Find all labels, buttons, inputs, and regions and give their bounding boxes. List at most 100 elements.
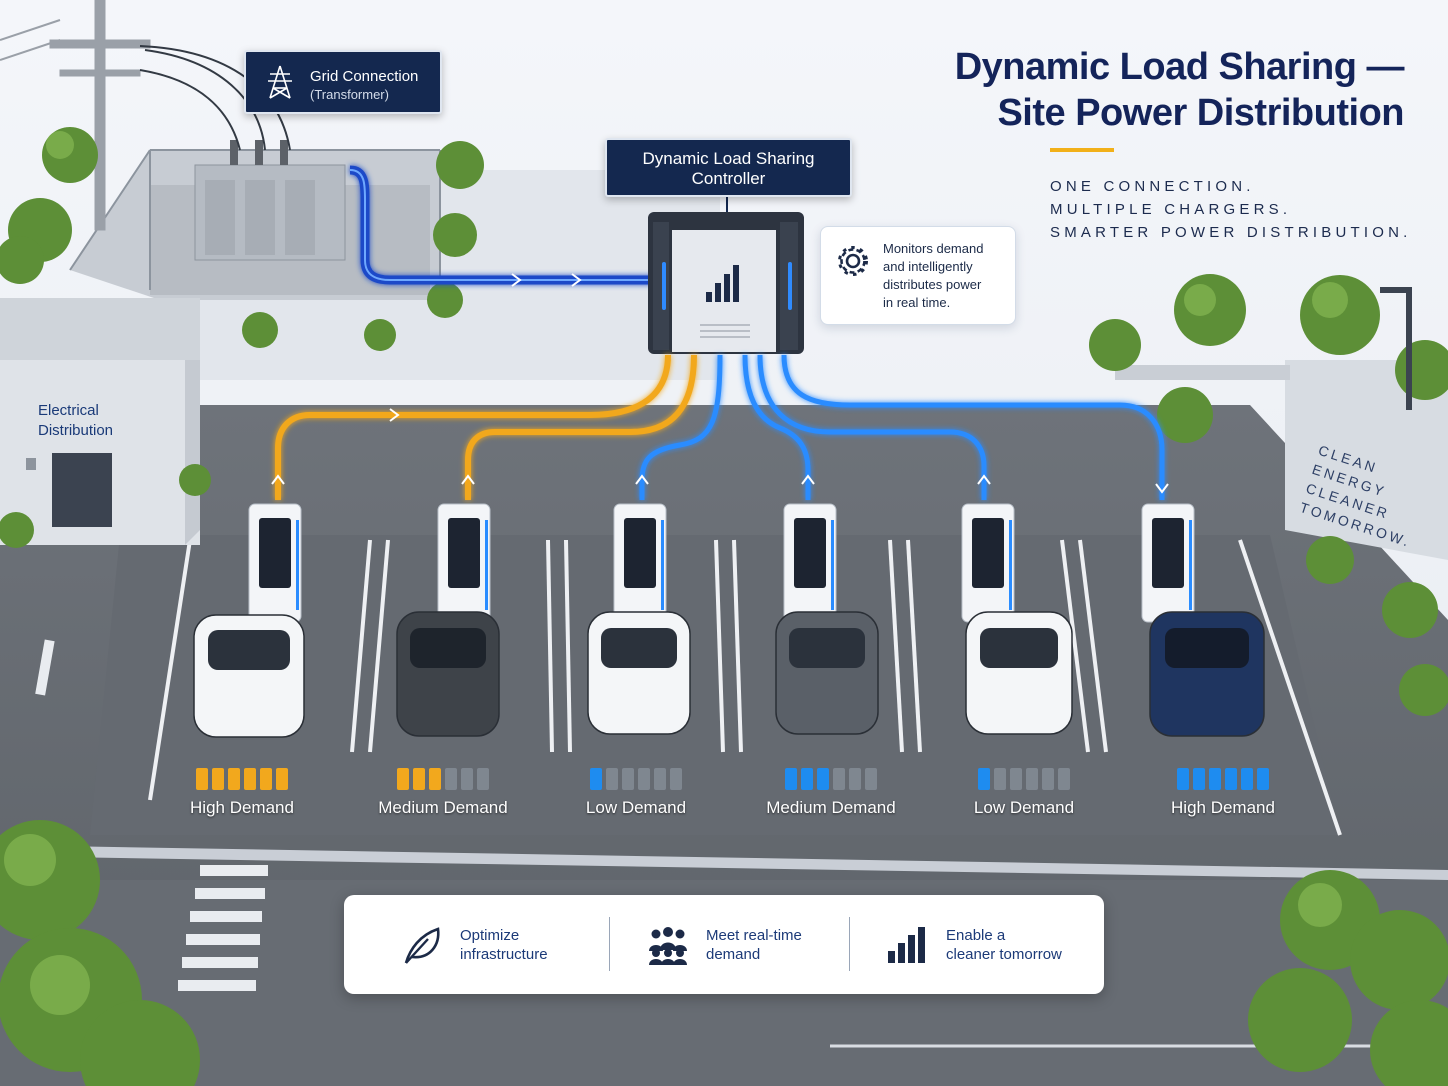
benefit-line1: Optimize xyxy=(460,927,520,944)
orange-cables xyxy=(275,354,697,500)
demand-bar-filled xyxy=(276,768,288,790)
demand-bar-filled xyxy=(260,768,272,790)
right-wall-top xyxy=(1115,365,1290,380)
charger-1 xyxy=(248,503,302,623)
demand-bar-filled xyxy=(1193,768,1205,790)
crosswalk xyxy=(178,865,268,991)
blue-cables xyxy=(639,354,1165,500)
building-door xyxy=(52,453,112,527)
electrical-label-line2: Distribution xyxy=(38,422,114,439)
controller-label-line1: Dynamic Load Sharing xyxy=(642,149,815,168)
monitor-line: in real time. xyxy=(883,295,951,310)
benefit-optimize: Optimize infrastructure xyxy=(400,917,600,973)
electrical-label-line1: Electrical xyxy=(38,402,99,419)
demand-bars xyxy=(934,768,1114,790)
streetlight xyxy=(1380,287,1412,410)
demand-bars xyxy=(152,768,332,790)
car-1 xyxy=(193,614,305,738)
demand-label: Low Demand xyxy=(973,798,1075,817)
demand-bar-filled xyxy=(801,768,813,790)
car-4 xyxy=(775,611,879,735)
benefit-meet-demand: Meet real-time demand xyxy=(646,917,846,973)
demand-bars xyxy=(1133,768,1313,790)
monitor-callout: Monitors demand and intelligently distri… xyxy=(820,226,1016,325)
demand-label: Medium Demand xyxy=(766,798,896,817)
title-line2: Site Power Distribution xyxy=(997,92,1404,134)
title-line1: Dynamic Load Sharing — xyxy=(954,46,1405,88)
demand-indicator-5: Low Demand xyxy=(934,768,1114,818)
tagline-line: MULTIPLE CHARGERS. xyxy=(1050,201,1292,218)
demand-bar-empty xyxy=(865,768,877,790)
monitor-line: distributes power xyxy=(883,277,982,292)
demand-bar-filled xyxy=(397,768,409,790)
demand-bars xyxy=(741,768,921,790)
demand-bar-empty xyxy=(461,768,473,790)
shrub-highlights xyxy=(4,131,1348,1015)
demand-label: High Demand xyxy=(190,798,294,817)
demand-bar-filled xyxy=(1257,768,1269,790)
demand-bar-empty xyxy=(1026,768,1038,790)
transformer xyxy=(194,140,346,261)
demand-bar-filled xyxy=(196,768,208,790)
benefit-line1: Enable a xyxy=(946,927,1006,944)
demand-bar-empty xyxy=(994,768,1006,790)
controller-label-line2: Controller xyxy=(691,169,766,188)
demand-bar-filled xyxy=(978,768,990,790)
transmission-tower-icon xyxy=(268,65,292,99)
demand-bar-filled xyxy=(590,768,602,790)
demand-bar-filled xyxy=(228,768,240,790)
demand-bar-empty xyxy=(670,768,682,790)
demand-bar-filled xyxy=(1209,768,1221,790)
charger-2 xyxy=(437,503,491,623)
charger-5 xyxy=(961,503,1015,623)
tagline-line: SMARTER POWER DISTRIBUTION. xyxy=(1050,224,1412,241)
demand-bar-empty xyxy=(1058,768,1070,790)
demand-indicator-1: High Demand xyxy=(152,768,332,818)
demand-bar-filled xyxy=(1225,768,1237,790)
car-3 xyxy=(587,611,691,735)
parking-bay-area xyxy=(90,535,1340,835)
demand-bar-filled xyxy=(429,768,441,790)
people-icon xyxy=(649,927,687,965)
controller-cabinet xyxy=(648,212,804,354)
benefit-divider xyxy=(849,917,850,971)
demand-bar-empty xyxy=(606,768,618,790)
grid-connection-label: Grid Connection (Transformer) xyxy=(244,50,442,114)
demand-indicator-6: High Demand xyxy=(1133,768,1313,818)
demand-bar-filled xyxy=(1177,768,1189,790)
demand-bar-empty xyxy=(1042,768,1054,790)
benefit-line1: Meet real-time xyxy=(706,927,802,944)
demand-label: Medium Demand xyxy=(378,798,508,817)
demand-bar-filled xyxy=(1241,768,1253,790)
monitor-line: and intelligently xyxy=(883,259,973,274)
demand-indicator-4: Medium Demand xyxy=(741,768,921,818)
stall-lines xyxy=(148,539,1342,836)
car-5 xyxy=(965,611,1073,735)
shrubs xyxy=(0,127,1448,1086)
building-roof xyxy=(0,298,200,360)
demand-bar-filled xyxy=(212,768,224,790)
title-accent-bar xyxy=(1050,148,1114,152)
grid-connection-title: Grid Connection xyxy=(310,68,419,85)
demand-bars xyxy=(546,768,726,790)
controller-label: Dynamic Load Sharing Controller xyxy=(605,138,852,197)
car-6 xyxy=(1149,611,1265,737)
tagline: ONE CONNECTION. MULTIPLE CHARGERS. SMART… xyxy=(1050,175,1411,244)
demand-bar-filled xyxy=(244,768,256,790)
page-title: Dynamic Load Sharing — Site Power Distri… xyxy=(954,44,1405,136)
monitor-text: Monitors demand and intelligently distri… xyxy=(883,240,983,312)
demand-label: High Demand xyxy=(1171,798,1275,817)
demand-indicator-2: Medium Demand xyxy=(353,768,533,818)
demand-indicator-3: Low Demand xyxy=(546,768,726,818)
demand-bar-filled xyxy=(413,768,425,790)
demand-bar-filled xyxy=(785,768,797,790)
gear-icon xyxy=(838,246,868,276)
monitor-line: Monitors demand xyxy=(883,241,984,256)
demand-bar-empty xyxy=(445,768,457,790)
demand-bar-empty xyxy=(833,768,845,790)
utility-pole xyxy=(0,0,151,231)
demand-bar-empty xyxy=(622,768,634,790)
car-2 xyxy=(396,611,500,737)
demand-bar-empty xyxy=(1010,768,1022,790)
demand-bar-empty xyxy=(654,768,666,790)
